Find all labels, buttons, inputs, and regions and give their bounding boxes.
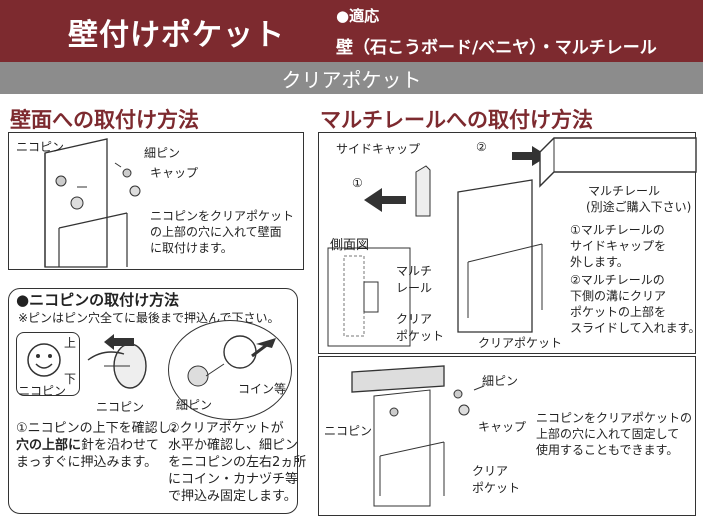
- face-up-label: 上: [64, 336, 77, 350]
- step-num-2: ②: [476, 140, 487, 154]
- coin-label: コイン等: [238, 382, 287, 396]
- rail-hosopin-label: 細ピン: [482, 374, 519, 388]
- nikopin-heading: ●ニコピンの取付け方法: [16, 291, 180, 309]
- side-view-title: 側面図: [330, 238, 370, 253]
- thin-pin-label: 細ピン: [176, 398, 213, 412]
- coin-press-illustration: [187, 335, 276, 387]
- wall-hosopin-label: 細ピン: [144, 146, 181, 160]
- wall-note: ニコピンをクリアポケットの上部の穴に入れて壁面に取付けます。: [150, 209, 295, 255]
- nikopin-pin-label: ニコピン: [96, 400, 145, 414]
- header-band: [0, 0, 703, 62]
- wall-cap-label: キャップ: [150, 166, 199, 180]
- rail-step1: ①マルチレールのサイドキャップを外します。: [570, 223, 667, 269]
- side-cap-label: サイドキャップ: [336, 142, 421, 156]
- nikopin-pin-illustration: [87, 334, 147, 389]
- rail-pin-note: ニコピンをクリアポケットの上部の穴に入れて固定して使用することもできます。: [536, 411, 693, 457]
- step-num-1: ①: [352, 176, 363, 190]
- rail-pocket-label: クリアポケット: [478, 336, 563, 350]
- smiley-face-icon: [27, 343, 61, 377]
- rail-heading: マルチレールへの取付け方法: [320, 108, 593, 132]
- suitable-label: ●適応: [336, 7, 380, 25]
- face-down-label: 下: [64, 372, 77, 386]
- subtitle: クリアポケット: [281, 68, 422, 92]
- page-title: 壁付けポケット: [68, 18, 285, 53]
- wall-pocket-illustration: [44, 138, 141, 268]
- suitable-text: 壁（石こうボード/ベニヤ）・マルチレール: [336, 38, 657, 58]
- wall-nikopin-label: ニコピン: [16, 140, 65, 154]
- rail-label: マルチレール: [588, 184, 661, 198]
- nikopin-step2: ②クリアポケットが水平か確認し、細ピン をニコピンの左右2ヵ所にコイン・カナヅチ…: [168, 421, 307, 504]
- coin-detail-circle: [168, 320, 292, 420]
- rail-step2: ②マルチレールの下側の溝にクリア ポケットの上部をスライドして入れます。: [570, 273, 701, 335]
- rail-nikopin-label: ニコピン: [324, 424, 373, 438]
- rail-note: (別途ご購入下さい): [586, 200, 692, 214]
- nikopin-step1: ①ニコピンの上下を確認し、 穴の上部に針を沿わせて まっすぐに押込みます。: [16, 421, 184, 470]
- wall-heading: 壁面への取付け方法: [10, 108, 199, 132]
- rail-illustration: [327, 137, 697, 347]
- side-rail-label: マルチレール: [396, 264, 433, 295]
- rail-pocket-pin-label: クリアポケット: [472, 464, 521, 495]
- face-label: ニコピン: [18, 384, 67, 398]
- rail-cap-label: キャップ: [478, 420, 527, 434]
- side-pocket-label: クリアポケット: [396, 312, 445, 343]
- subtitle-band: [0, 62, 703, 94]
- wall-diagram-box: [8, 132, 304, 270]
- smiley-box: [16, 332, 80, 396]
- rail-pin-illustration: [351, 365, 485, 507]
